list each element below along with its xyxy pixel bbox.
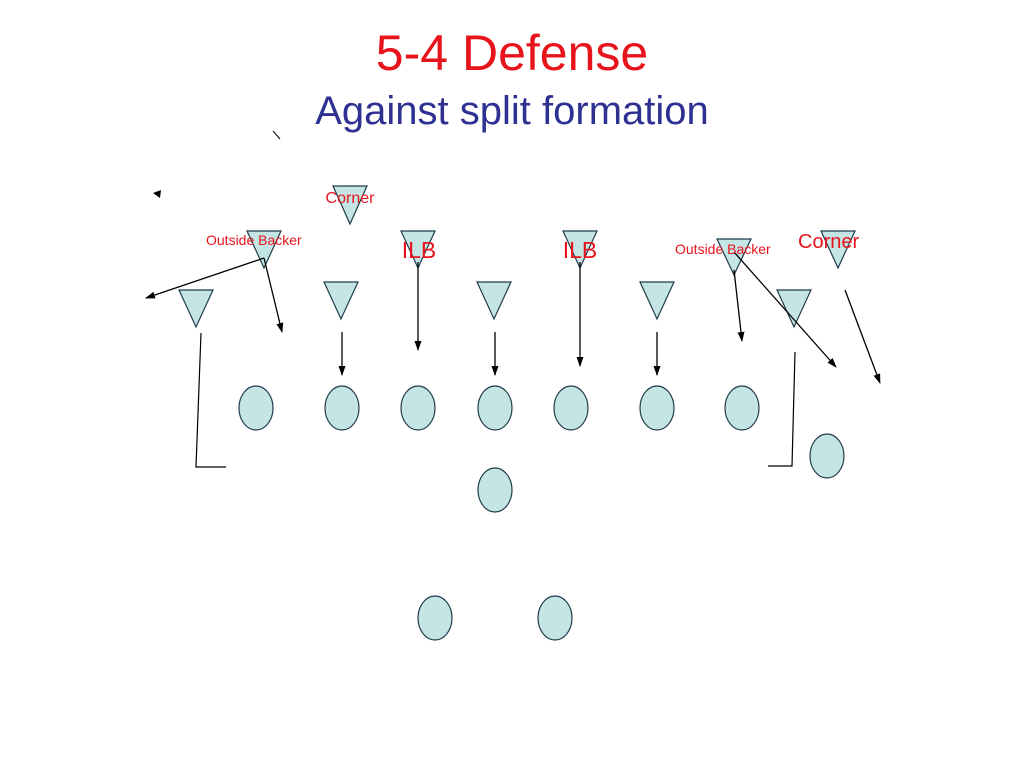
arrow-olb-right-diagonal [733, 251, 837, 368]
label-corner-left: Corner [326, 190, 376, 207]
label-ilb-left: ILB [402, 237, 437, 263]
offense [238, 385, 845, 641]
defender-lineman-2 [323, 281, 359, 321]
offense-line-3 [400, 385, 436, 431]
offense-line-6 [639, 385, 675, 431]
defender-lineman-3 [476, 281, 512, 321]
defender-ilb-right [562, 230, 598, 270]
slide-title: 5-4 Defense [375, 25, 649, 81]
arrow-corner-right [844, 289, 881, 384]
stray-arrowhead [153, 190, 161, 198]
defender-outside-backer-left [246, 230, 282, 270]
label-outside-backer-right: Outside Backer [675, 241, 771, 257]
defender-ilb-left [400, 230, 436, 270]
arrow-olb-left-down [263, 257, 284, 333]
offense-back-left [417, 595, 453, 641]
bracket-right [768, 351, 796, 467]
defender-lineman-4 [639, 281, 675, 321]
position-labels: Corner Outside Backer ILB ILB Outside Ba… [206, 190, 859, 263]
offense-wide-receiver [809, 433, 845, 479]
arrow-olb-right-down [733, 269, 745, 342]
offense-line-2 [324, 385, 360, 431]
slide-subtitle: Against split formation [315, 89, 709, 133]
offense-line-7 [724, 385, 760, 431]
offense-center [477, 385, 513, 431]
bracket-left [195, 332, 226, 468]
offense-line-5 [553, 385, 589, 431]
defender-lineman-5 [776, 289, 812, 329]
defense [178, 185, 856, 329]
defender-corner-left [332, 185, 368, 226]
stray-mark [272, 130, 281, 140]
assignments [145, 251, 881, 384]
label-outside-backer-left: Outside Backer [206, 232, 302, 248]
brackets [195, 332, 796, 468]
defender-lineman-1 [178, 289, 214, 329]
label-corner-right: Corner [798, 231, 859, 253]
arrow-olb-left-out [145, 257, 265, 299]
defender-corner-right [820, 230, 856, 270]
label-ilb-right: ILB [563, 237, 598, 263]
defender-outside-backer-right [716, 238, 752, 277]
offense-line-1 [238, 385, 274, 431]
offense-quarterback [477, 467, 513, 513]
offense-back-right [537, 595, 573, 641]
